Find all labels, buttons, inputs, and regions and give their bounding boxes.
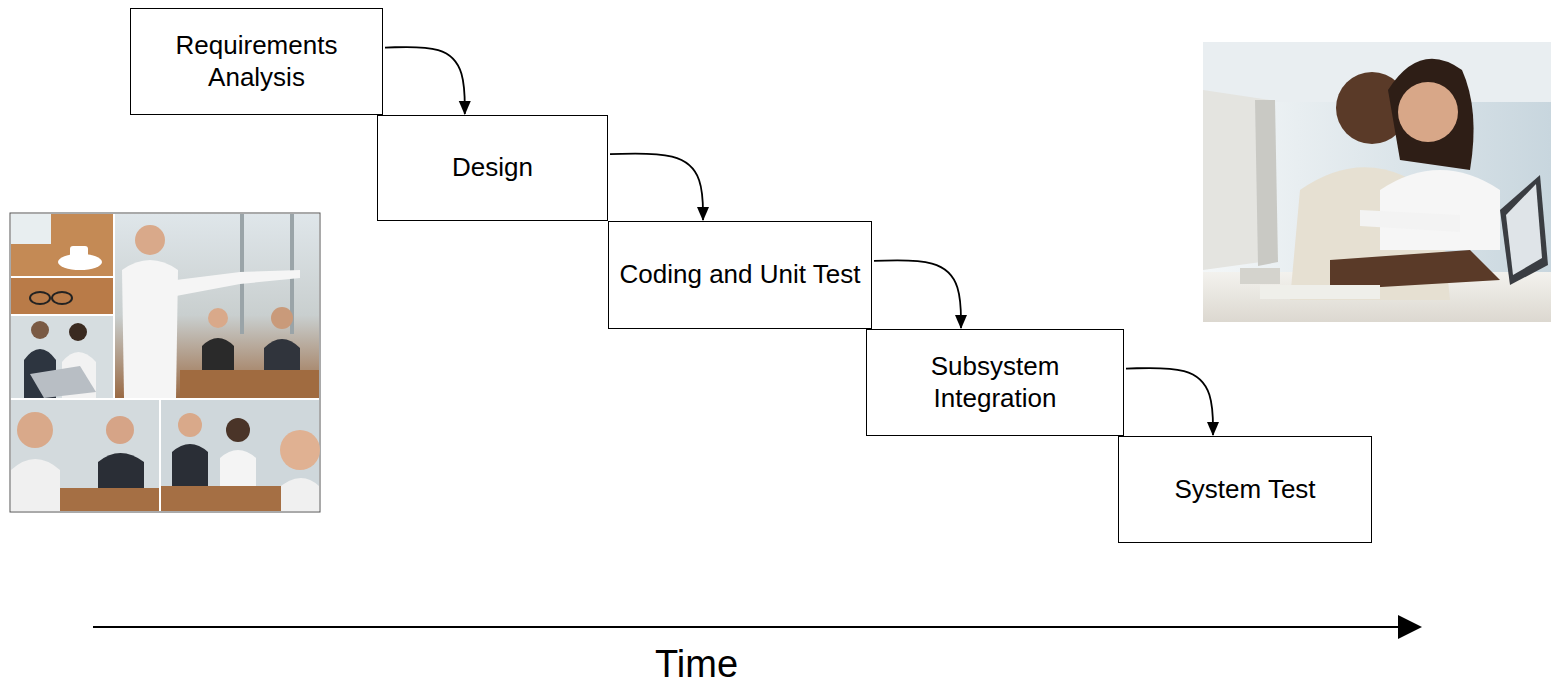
- meeting-photo-collage-part: [70, 246, 88, 260]
- workstation-photo-part: [1330, 250, 1500, 290]
- workstation-photo-part: [1255, 100, 1278, 266]
- workstation-photo-part: [1500, 175, 1548, 285]
- workstation-photo-part: [1380, 170, 1500, 250]
- workstation-photo-part: [1398, 82, 1458, 142]
- workstation-photo-part: [1388, 59, 1474, 170]
- workstation-photo-part: [1360, 210, 1460, 232]
- meeting-photo-collage-part: [52, 292, 72, 304]
- process-box: Design: [377, 115, 608, 221]
- flow-arrow: [610, 154, 703, 220]
- meeting-photo-collage-part: [122, 260, 178, 398]
- meeting-photo-collage-part: [115, 214, 319, 398]
- axis-label: Time: [655, 644, 738, 686]
- flow-arrow: [874, 260, 961, 328]
- box-label: Subsystem Integration: [867, 351, 1123, 413]
- time-axis: [93, 627, 1420, 628]
- meeting-photo-collage-part: [220, 450, 256, 490]
- process-box: Subsystem Integration: [866, 329, 1124, 436]
- process-box: Coding and Unit Test: [608, 221, 872, 329]
- meeting-photo-collage-part: [208, 308, 228, 328]
- box-label: System Test: [1174, 474, 1315, 505]
- meeting-photo-collage-part: [11, 459, 60, 511]
- meeting-photo-collage-part: [60, 488, 159, 511]
- meeting-photo-collage-part: [30, 292, 50, 304]
- workstation-photo-part: [1506, 184, 1542, 275]
- meeting-photo-collage-part: [161, 486, 281, 511]
- process-box: Requirements Analysis: [130, 8, 383, 115]
- time-axis-part: [93, 626, 1420, 628]
- meeting-photo-collage-part: [280, 430, 320, 470]
- box-label: Requirements Analysis: [131, 30, 382, 92]
- meeting-photo-collage-part: [11, 214, 51, 244]
- meeting-photo-collage-part: [11, 400, 159, 511]
- meeting-photo-collage-part: [17, 412, 53, 448]
- workstation-photo: [1203, 42, 1551, 322]
- meeting-photo-collage-part: [10, 213, 320, 512]
- meeting-photo-collage-part: [106, 416, 134, 444]
- meeting-photo-collage: [10, 213, 320, 512]
- meeting-photo-collage-part: [135, 225, 165, 255]
- meeting-photo-collage-part: [178, 413, 202, 437]
- meeting-photo-collage-part: [180, 370, 319, 398]
- meeting-photo-collage-part: [161, 400, 319, 511]
- meeting-photo-collage-part: [31, 321, 49, 339]
- meeting-photo-collage-part: [11, 316, 113, 398]
- meeting-photo-collage-part: [11, 214, 113, 276]
- box-label: Coding and Unit Test: [620, 259, 861, 290]
- workstation-photo-part: [1203, 42, 1551, 322]
- workstation-photo-part: [1240, 268, 1280, 284]
- meeting-photo-collage-part: [69, 323, 87, 341]
- meeting-photo-collage-part: [271, 307, 293, 329]
- meeting-photo-collage-part: [172, 444, 208, 490]
- flow-arrow: [1126, 368, 1213, 435]
- meeting-photo-collage-part: [176, 270, 300, 296]
- meeting-photo-collage-part: [30, 366, 96, 398]
- box-label: Design: [452, 152, 533, 183]
- meeting-photo-collage-part: [276, 478, 319, 511]
- process-box: System Test: [1118, 436, 1372, 543]
- meeting-photo-collage-part: [226, 418, 250, 442]
- meeting-photo-collage-part: [11, 278, 113, 314]
- flow-arrow: [385, 47, 465, 114]
- workstation-photo-part: [1260, 285, 1380, 299]
